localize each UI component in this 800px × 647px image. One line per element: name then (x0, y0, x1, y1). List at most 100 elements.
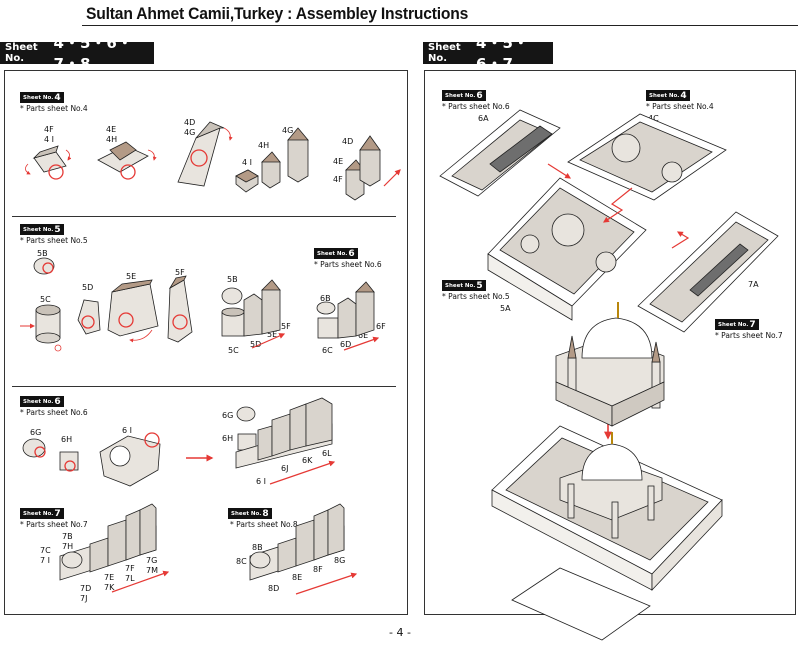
sheet6-badge: Sheet No.6 (20, 396, 64, 407)
part-label: 6J (281, 464, 289, 473)
step-4-towers (235, 127, 309, 193)
right-sheet6-note: * Parts sheet No.6 (442, 102, 510, 111)
title-underline (82, 25, 798, 26)
right-sheet6-badge: Sheet No.6 (442, 90, 486, 101)
part-label: 5C (228, 346, 239, 355)
part-label: 7D 7J (80, 584, 92, 603)
part-label: 4E 4H (106, 125, 118, 144)
part-label: 7B 7H (62, 532, 74, 551)
part-label: 4F 4 I (44, 125, 54, 144)
part-label: 5E (126, 272, 137, 281)
step-4eh-fold (97, 141, 157, 180)
part-label: 5F (175, 268, 185, 277)
part-label: 4D (342, 137, 354, 146)
part-label: 6G (30, 428, 42, 437)
part-label: 5D (82, 283, 94, 292)
part-label: 6 I (256, 477, 266, 486)
section-divider-2 (12, 386, 396, 387)
part-label: 6K (302, 456, 313, 465)
mosque-model-upper (555, 302, 665, 427)
part-label: 4D 4G (184, 118, 196, 137)
part-label: 8B (252, 543, 263, 552)
step-5b-dome (33, 257, 55, 275)
right-sheet7-badge: Sheet No.7 (715, 319, 759, 330)
step-4dg-fold (177, 121, 233, 187)
sheet7-note: * Parts sheet No.7 (20, 520, 88, 529)
step-5d-part (77, 299, 101, 335)
part-label: 5A (500, 304, 511, 313)
step-5f-part (167, 275, 193, 343)
part-label: 6D (340, 340, 352, 349)
part-label: 8G (334, 556, 346, 565)
part-label: 4F (333, 175, 343, 184)
sheet4-badge: Sheet No.4 (20, 92, 64, 103)
part-label: 8E (292, 573, 303, 582)
step-6-assembled (235, 397, 336, 485)
sheet5-note: * Parts sheet No.5 (20, 236, 88, 245)
step-6g-dome (22, 438, 79, 472)
base-6a-panel (439, 109, 561, 197)
part-label: 6C (322, 346, 333, 355)
part-label: 6H (61, 435, 73, 444)
part-label: 6H (222, 434, 234, 443)
right-sheet4-note: * Parts sheet No.4 (646, 102, 714, 111)
part-label: 4G (282, 126, 294, 135)
part-label: 6G (222, 411, 234, 420)
left-tab-prefix: Sheet No. (5, 42, 38, 64)
base-7a-panel (637, 211, 779, 333)
part-label: 8D (268, 584, 280, 593)
step-5e-part (107, 279, 159, 343)
section-divider-1 (12, 216, 396, 217)
right-sheet4-badge: Sheet No.4 (646, 90, 690, 101)
sheet8-note: * Parts sheet No.8 (230, 520, 298, 529)
left-sheet-tab: Sheet No. 4・5・6・7・8 (0, 34, 154, 73)
part-label: 7E 7K (104, 573, 115, 592)
sheet6-note: * Parts sheet No.6 (20, 408, 88, 417)
part-label: 6B (320, 294, 331, 303)
step-4-finished-towers (345, 135, 401, 201)
step-7-wall (59, 503, 170, 593)
part-label: 5B (37, 249, 48, 258)
part-label: 5F (281, 322, 291, 331)
part-label: 4E (333, 157, 344, 166)
left-tab-numbers: 4・5・6・7・8 (53, 34, 133, 73)
step-6i-part (99, 432, 214, 487)
part-label: 5D (250, 340, 262, 349)
part-label: 6L (322, 449, 332, 458)
right-sheet7-note: * Parts sheet No.7 (715, 331, 783, 340)
part-label: 6F (376, 322, 386, 331)
sheet8-badge: Sheet No.8 (228, 508, 272, 519)
page-title: Sultan Ahmet Camii,Turkey : Assembley In… (86, 4, 469, 23)
part-label: 6 I (122, 426, 132, 435)
base-4c-panel (567, 113, 727, 201)
right-sheet5-badge: Sheet No.5 (442, 280, 486, 291)
sheet6-note-small: * Parts sheet No.6 (314, 260, 382, 269)
part-label: 7C 7 I (40, 546, 51, 565)
right-sheet5-note: * Parts sheet No.5 (442, 292, 510, 301)
mosque-model-full (491, 425, 723, 641)
part-label: 5E (267, 330, 278, 339)
page-number: - 4 - (389, 626, 411, 639)
step-4fi-fold (25, 145, 72, 180)
step-8-wall (249, 503, 358, 595)
part-label: 6A (478, 114, 489, 123)
step-6-assembled-small (316, 281, 380, 351)
sheet5-badge: Sheet No.5 (20, 224, 64, 235)
base-5a-panel (487, 177, 647, 321)
part-label: 7A (748, 280, 759, 289)
part-label: 6E (358, 331, 369, 340)
part-label: 4 I (242, 158, 252, 167)
part-label: 8C (236, 557, 247, 566)
part-label: 7G 7M (146, 556, 158, 575)
sheet6-badge-small: Sheet No.6 (314, 248, 358, 259)
right-sheet-tab: Sheet No. 4・5・6・7 (423, 34, 553, 73)
part-label: 5C (40, 295, 51, 304)
part-label: 5B (227, 275, 238, 284)
sheet7-badge: Sheet No.7 (20, 508, 64, 519)
part-label: 4C (648, 114, 659, 123)
part-label: 8F (313, 565, 323, 574)
part-label: 7F 7L (125, 564, 135, 583)
part-label: 4H (258, 141, 270, 150)
step-5c-drum (20, 304, 62, 352)
